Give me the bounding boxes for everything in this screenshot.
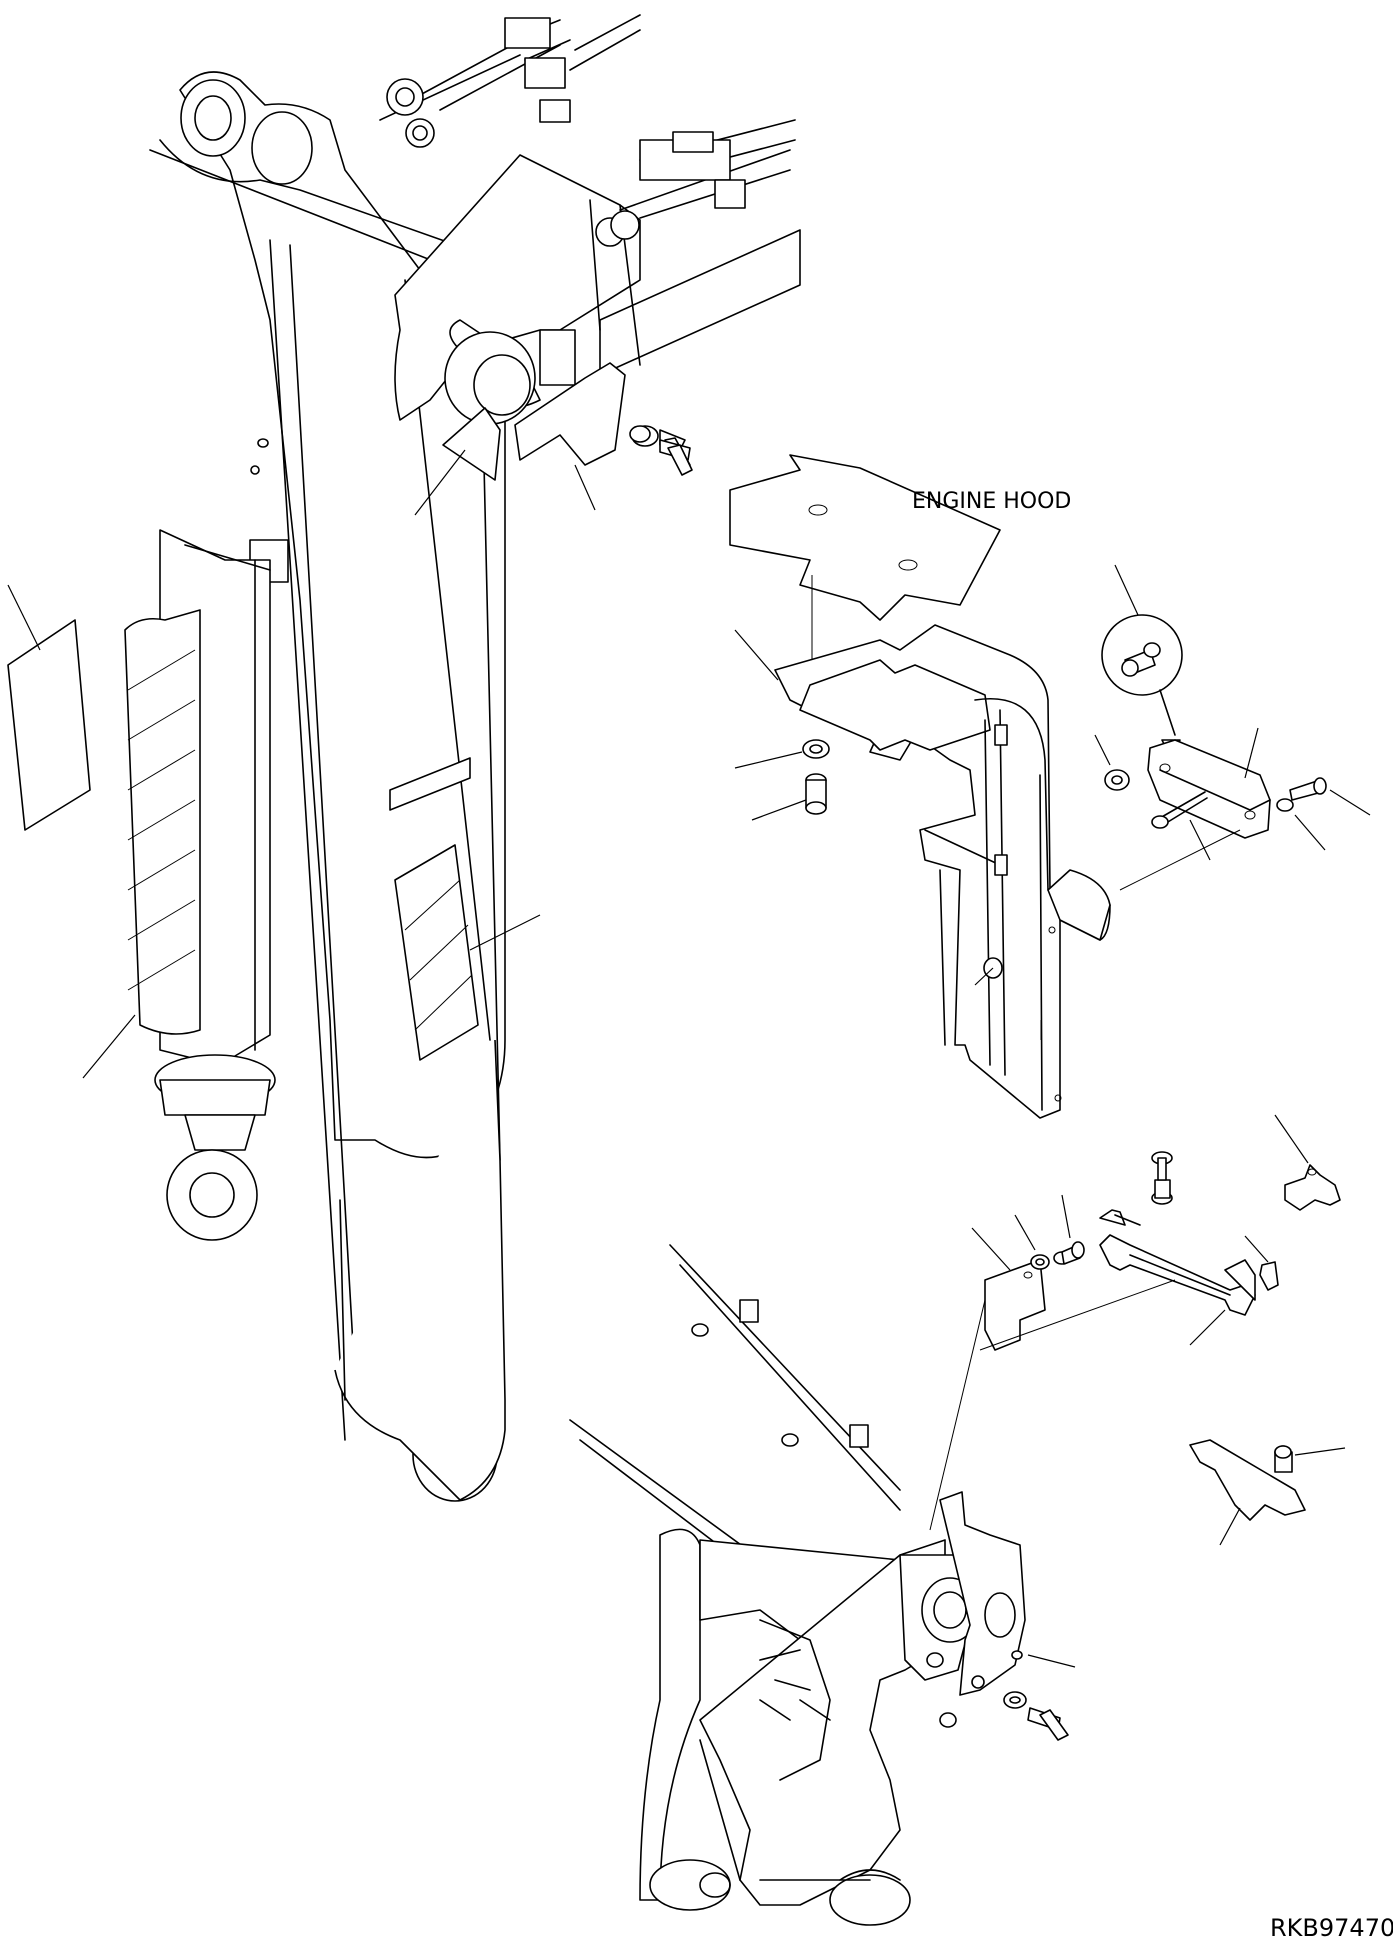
- bolt-hood: [752, 774, 826, 820]
- leader-boom-2: [575, 465, 595, 510]
- leader-hood-plate: [735, 630, 778, 680]
- lower-stay: [930, 1195, 1084, 1530]
- figure-number: RKB97470: [1270, 1914, 1393, 1942]
- decal-boom-side: [395, 845, 540, 1060]
- bolt-washer-frame: [1004, 1692, 1068, 1740]
- engine-hood-area: ENGINE HOOD: [730, 455, 1071, 680]
- clip-right: [1275, 1115, 1340, 1210]
- engine-hood-label: ENGINE HOOD: [912, 489, 1071, 514]
- bolt-washer-boom: [630, 426, 692, 475]
- decal-sheet-left: [8, 585, 90, 830]
- hood-bracket: [775, 625, 1110, 1118]
- stopper-block: [1095, 565, 1370, 890]
- lower-plate: [1190, 1440, 1345, 1545]
- cylinder-wrap-decal: [125, 610, 200, 1034]
- revolving-frame: [570, 1245, 1075, 1925]
- leader-boom-1: [415, 450, 465, 515]
- boom-cylinder: [83, 530, 275, 1240]
- lower-lever: [980, 1152, 1278, 1350]
- washer-hood: [735, 740, 829, 768]
